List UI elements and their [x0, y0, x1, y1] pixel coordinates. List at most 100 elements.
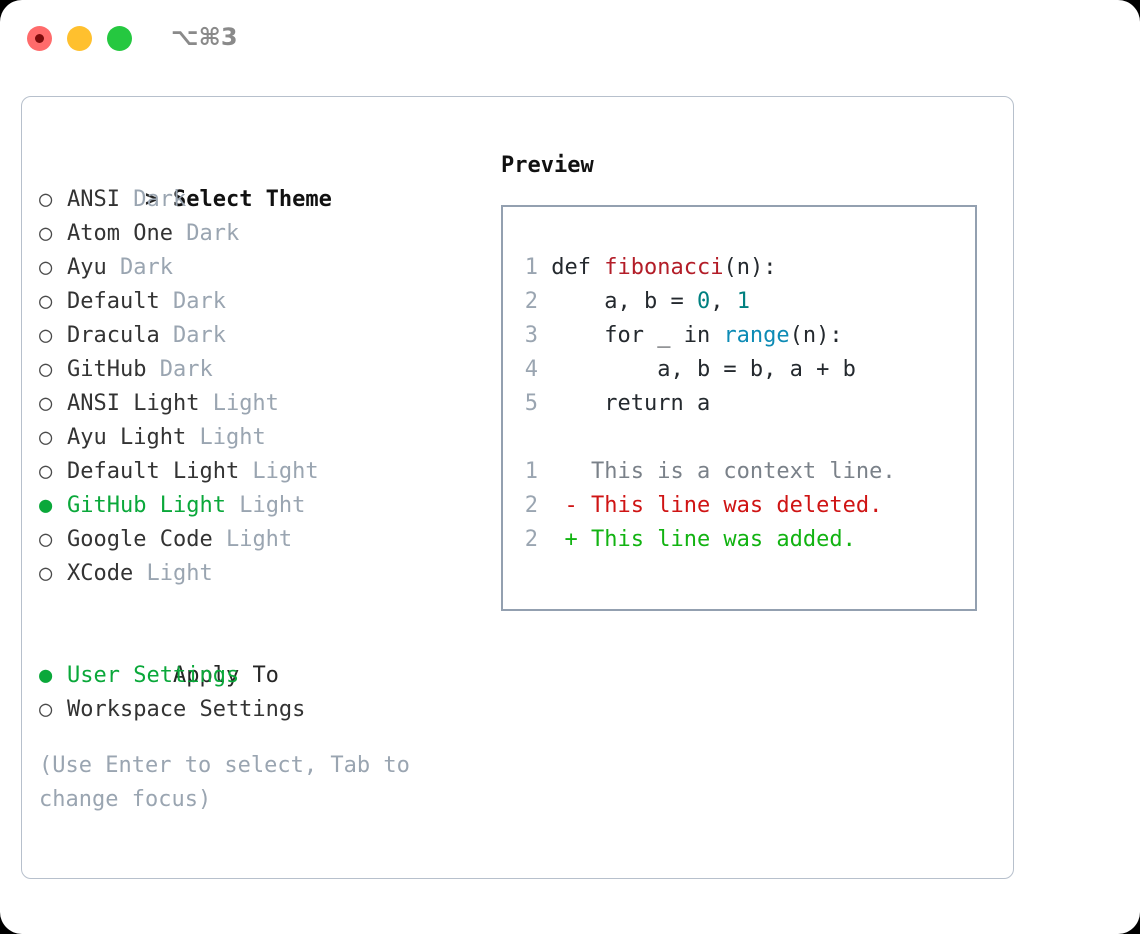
- apply-to-option-user-settings[interactable]: ● User Settings: [39, 659, 469, 693]
- code-token-plain: (n):: [789, 323, 843, 348]
- theme-variant-tag: Light: [133, 561, 213, 586]
- diff-line-del: 2 - This line was deleted.: [514, 489, 969, 523]
- theme-name-label: GitHub Light: [67, 493, 226, 518]
- diff-lines: 1 This is a context line.2 - This line w…: [514, 455, 969, 557]
- theme-variant-tag: Light: [239, 459, 319, 484]
- code-token-plain: (n):: [723, 255, 777, 280]
- theme-variant-tag: Light: [186, 425, 266, 450]
- code-line: 4 a, b = b, a + b: [514, 353, 969, 387]
- diff-line-add: 2 + This line was added.: [514, 523, 969, 557]
- select-theme-header: > Select Theme: [39, 149, 469, 212]
- diff-line-text: + This line was added.: [538, 527, 856, 552]
- diff-line-ctx: 1 This is a context line.: [514, 455, 969, 489]
- code-token-plain: a, b = b, a + b: [551, 357, 856, 382]
- radio-unselected-icon: ○: [39, 561, 53, 586]
- radio-selected-icon: ●: [39, 663, 53, 688]
- preview-column: Preview 1 def fibonacci(n):2 a, b = 0, 1…: [501, 149, 981, 611]
- diff-line-text: - This line was deleted.: [538, 493, 883, 518]
- radio-unselected-icon: ○: [39, 221, 53, 246]
- theme-variant-tag: Dark: [119, 187, 187, 212]
- theme-option-github-light[interactable]: ● GitHub Light Light: [39, 489, 469, 523]
- radio-unselected-icon: ○: [39, 527, 53, 552]
- code-token-plain: ,: [710, 289, 737, 314]
- code-line-number: 4: [524, 357, 538, 382]
- theme-option-atom-one[interactable]: ○ Atom One Dark: [39, 217, 469, 251]
- radio-unselected-icon: ○: [39, 323, 53, 348]
- theme-option-github[interactable]: ○GitHub Dark: [39, 353, 469, 387]
- theme-option-dracula[interactable]: ○Dracula Dark: [39, 319, 469, 353]
- code-line-number: 3: [524, 323, 538, 348]
- diff-line-number: 2: [524, 527, 538, 552]
- theme-option-ansi[interactable]: ○ ANSI Dark: [39, 183, 469, 217]
- apply-to-options-list: ● User Settings ○Workspace Settings: [39, 659, 469, 727]
- theme-picker-panel: > Select Theme ○ ANSI Dark ○ Atom One Dark ○ A…: [21, 96, 1014, 879]
- maximize-window-button[interactable]: [107, 26, 132, 51]
- close-window-button[interactable]: [27, 26, 52, 51]
- code-spacer: [514, 421, 969, 455]
- minimize-window-button[interactable]: [67, 26, 92, 51]
- theme-name-label: XCode: [67, 561, 134, 586]
- theme-option-ayu-light[interactable]: ○ Ayu Light Light: [39, 421, 469, 455]
- keyboard-hint-text: (Use Enter to select, Tab to change focu…: [39, 753, 424, 812]
- theme-variant-tag: Light: [225, 493, 306, 518]
- theme-name-label: GitHub: [67, 357, 147, 382]
- apply-to-label: Apply To: [172, 663, 279, 688]
- diff-line-number: 2: [524, 493, 538, 518]
- code-line-number: 5: [524, 391, 538, 416]
- radio-selected-icon: ●: [39, 493, 53, 518]
- select-theme-header-label: Select Theme: [172, 187, 332, 212]
- theme-option-default-light[interactable]: ○ Default Light Light: [39, 455, 469, 489]
- apply-to-option-label: Workspace Settings: [67, 697, 306, 722]
- theme-name-label: Ayu Light: [67, 425, 187, 450]
- theme-name-label: Default: [67, 289, 160, 314]
- code-line: 1 def fibonacci(n):: [514, 251, 969, 285]
- prompt-caret-icon: >: [144, 187, 159, 212]
- theme-option-xcode[interactable]: ○ XCode Light: [39, 557, 469, 591]
- theme-name-label: Google Code: [67, 527, 213, 552]
- code-token-plain: for _ in: [551, 323, 724, 348]
- radio-unselected-icon: ○: [39, 425, 53, 450]
- apply-to-header: Apply To: [39, 625, 469, 688]
- theme-name-label: Default Light: [67, 459, 240, 484]
- theme-name-label: ANSI: [67, 187, 120, 212]
- theme-variant-tag: Light: [212, 527, 293, 552]
- radio-unselected-icon: ○: [39, 459, 53, 484]
- radio-unselected-icon: ○: [39, 187, 53, 212]
- theme-name-label: Dracula: [67, 323, 160, 348]
- title-bar: ⌥⌘3: [0, 0, 1140, 78]
- apply-to-option-label: User Settings: [67, 663, 240, 688]
- code-line-number: 2: [524, 289, 538, 314]
- code-token-call: range: [723, 323, 790, 348]
- theme-option-default[interactable]: ○ Default Dark: [39, 285, 469, 319]
- code-token-fn: fibonacci: [604, 255, 724, 280]
- code-line-number: 1: [524, 255, 538, 280]
- theme-options-list: ○ ANSI Dark ○ Atom One Dark ○ Ayu Dark ○ Defaul…: [39, 183, 469, 591]
- radio-unselected-icon: ○: [39, 391, 53, 416]
- radio-unselected-icon: ○: [39, 255, 53, 280]
- theme-option-ansi-light[interactable]: ○ ANSI Light Light: [39, 387, 469, 421]
- theme-variant-tag: Dark: [106, 255, 173, 280]
- theme-variant-tag: Dark: [159, 289, 226, 314]
- radio-unselected-icon: ○: [39, 289, 53, 314]
- theme-name-label: Atom One: [67, 221, 173, 246]
- code-line: 5 return a: [514, 387, 969, 421]
- code-line: 2 a, b = 0, 1: [514, 285, 969, 319]
- theme-variant-tag: Light: [199, 391, 279, 416]
- theme-name-label: Ayu: [67, 255, 107, 280]
- diff-line-text: This is a context line.: [538, 459, 896, 484]
- code-token-num: 0: [696, 289, 711, 314]
- code-token-plain: a, b =: [551, 289, 697, 314]
- code-token-plain: def: [551, 255, 605, 280]
- diff-line-number: 1: [524, 459, 538, 484]
- theme-option-google-code[interactable]: ○ Google Code Light: [39, 523, 469, 557]
- apply-to-option-workspace-settings[interactable]: ○Workspace Settings: [39, 693, 469, 727]
- theme-variant-tag: Dark: [172, 221, 240, 246]
- theme-list-column: > Select Theme ○ ANSI Dark ○ Atom One Dark ○ A…: [39, 149, 469, 817]
- code-line: 3 for _ in range(n):: [514, 319, 969, 353]
- theme-name-label: ANSI Light: [67, 391, 200, 416]
- theme-option-ayu[interactable]: ○ Ayu Dark: [39, 251, 469, 285]
